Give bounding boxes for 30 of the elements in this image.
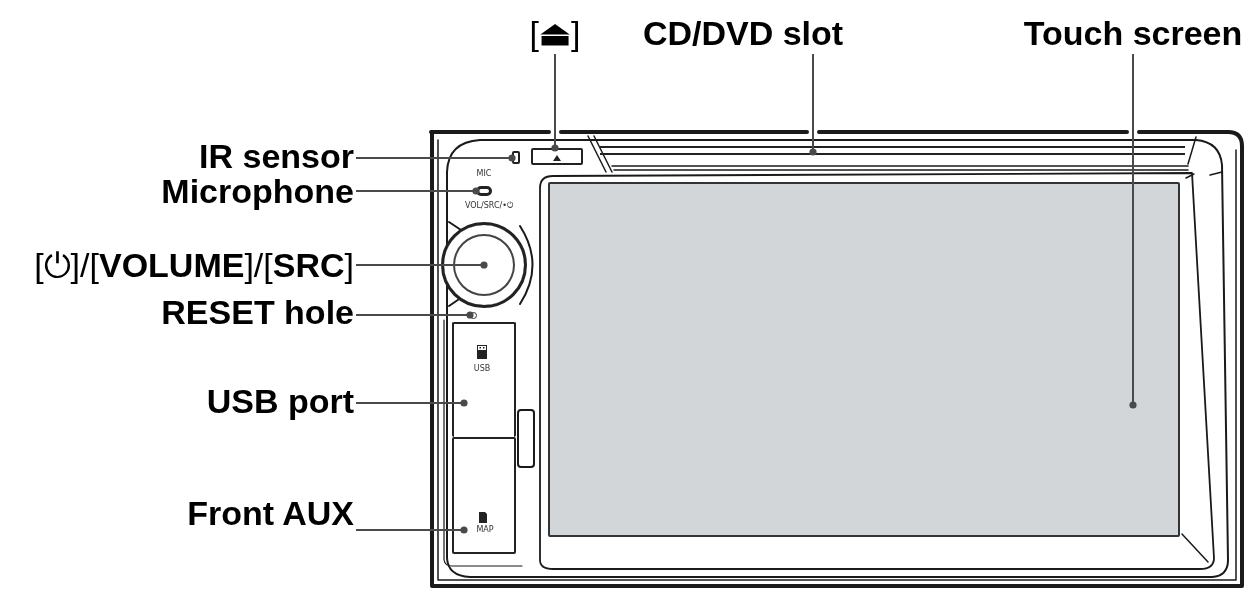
touch-screen [548, 182, 1180, 537]
callout-label: [⏻]/[VOLUME]/[SRC] [0, 247, 354, 283]
usb-cover [452, 322, 516, 437]
callout-label: IR sensor [100, 138, 354, 174]
leader-line [355, 154, 516, 162]
leader-line [1129, 53, 1137, 409]
callout-label: Microphone [100, 173, 354, 209]
leader-line [355, 526, 468, 534]
leader-line [355, 187, 480, 195]
panel-marking: MAP [475, 526, 495, 534]
panel-marking: VOL/SRC/•⏻ [464, 202, 514, 210]
callout-label: RESET hole [100, 294, 354, 330]
leader-line [355, 261, 488, 269]
leader-line [355, 399, 468, 407]
panel-marking: MIC [475, 170, 493, 178]
microphone-grille [476, 186, 492, 196]
volume-knob [441, 222, 527, 308]
panel-marking: USB [472, 365, 492, 373]
ir-sensor-window [512, 151, 520, 164]
leader-line [809, 53, 817, 156]
leader-line [355, 311, 474, 319]
callout-label: Touch screen [1018, 14, 1248, 52]
leader-line [551, 53, 559, 152]
disc-slot [600, 146, 1185, 155]
eject-button [531, 148, 583, 165]
callout-label: Front AUX [100, 495, 354, 531]
callout-label: CD/DVD slot [623, 14, 863, 52]
callout-label: [⏏] [500, 14, 610, 52]
aux-cover [452, 437, 516, 554]
callout-label: USB port [100, 383, 354, 419]
